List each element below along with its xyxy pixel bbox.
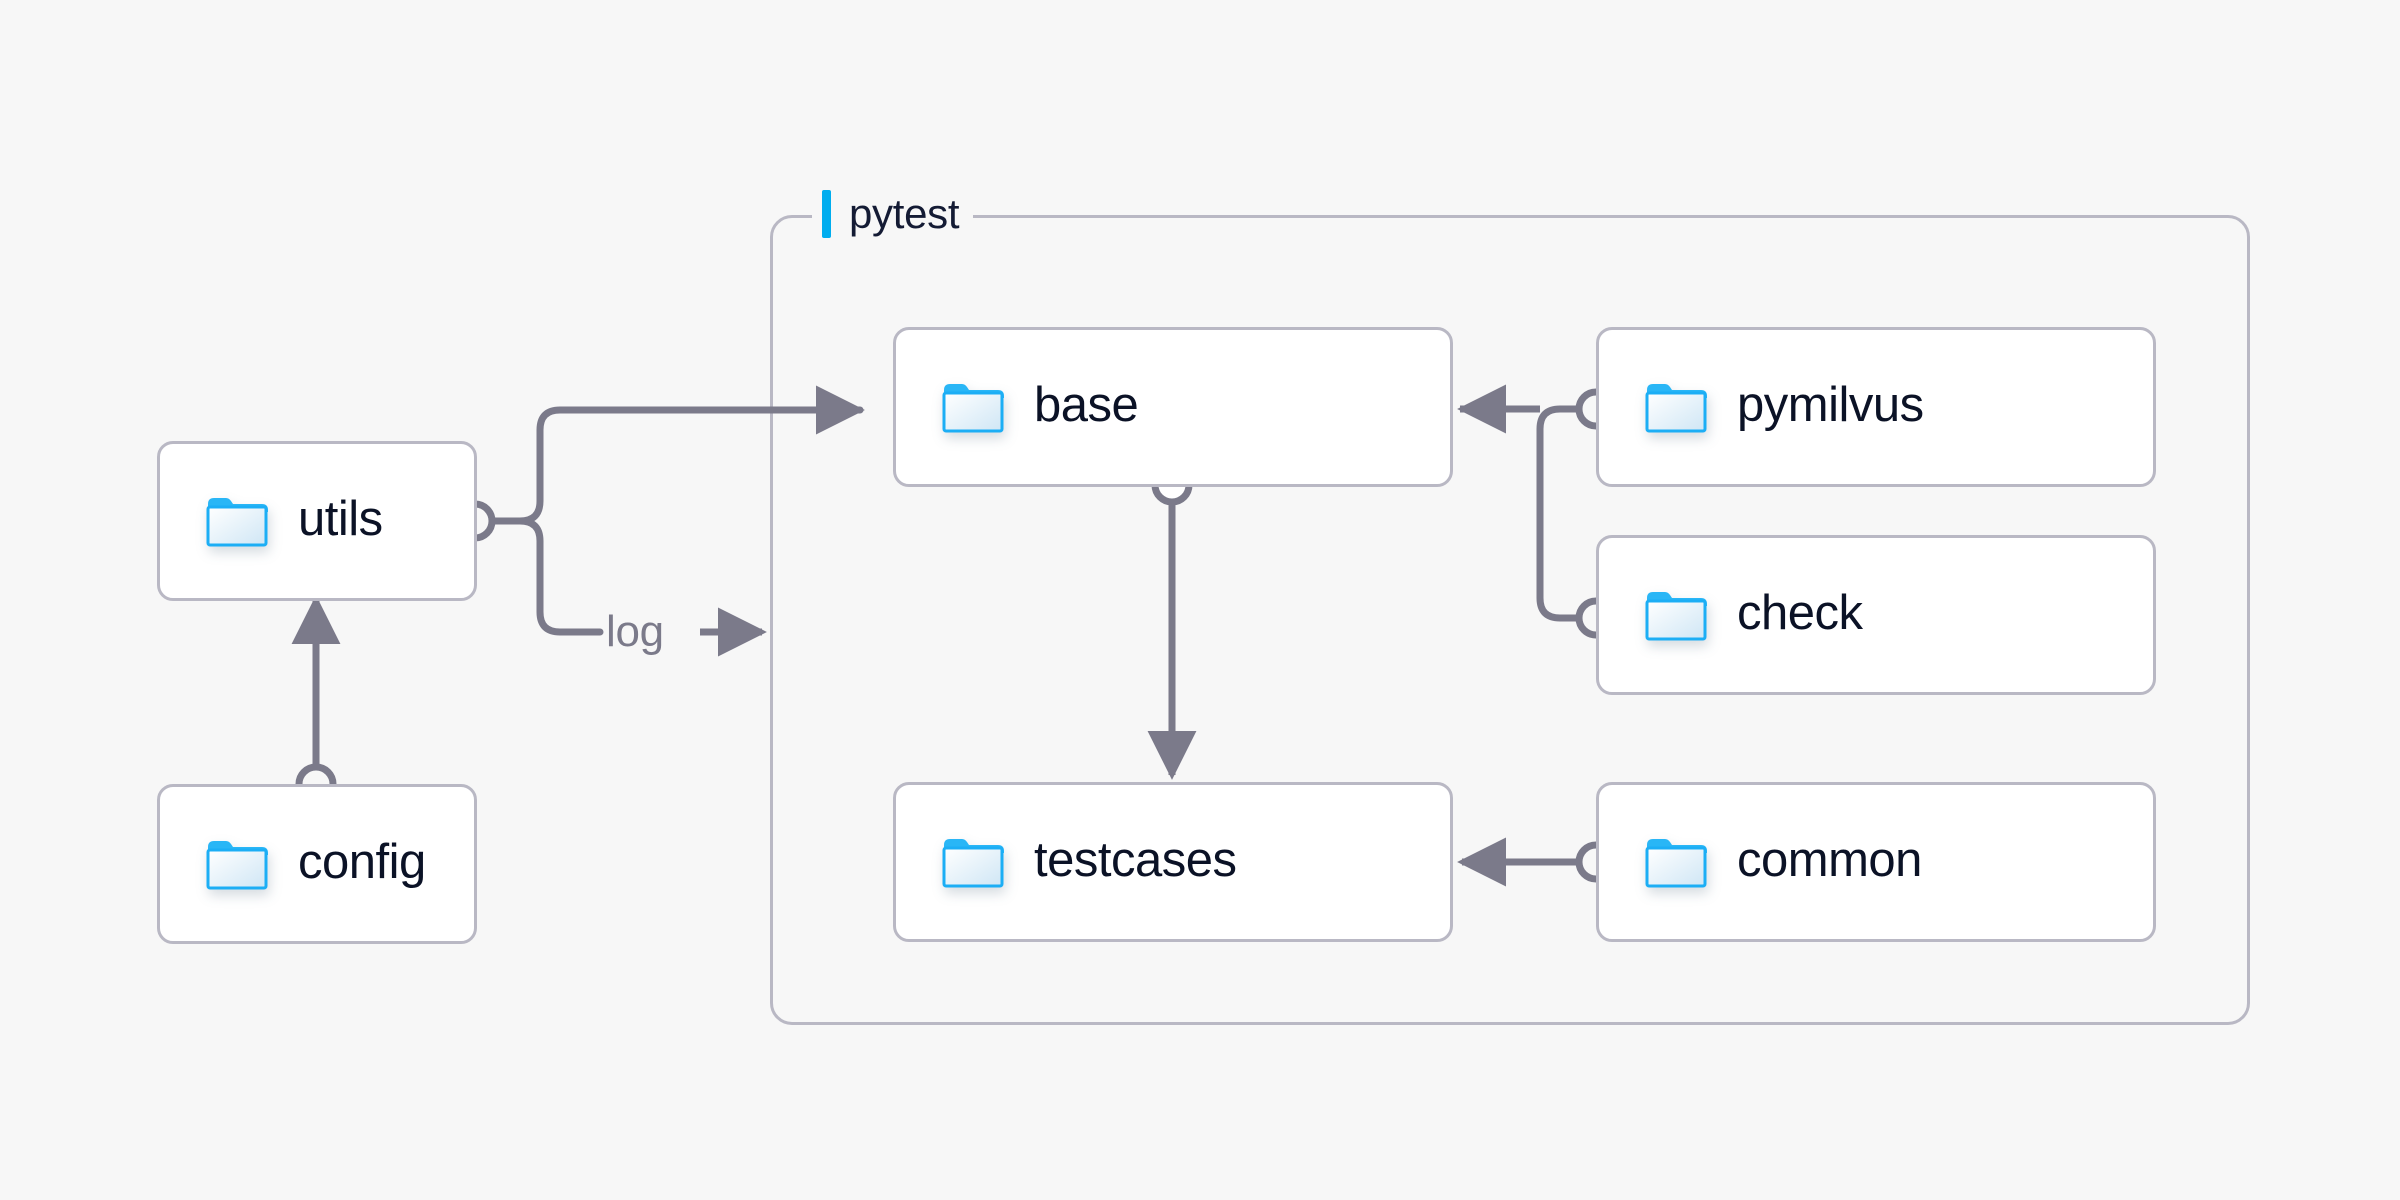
folder-icon — [1645, 589, 1707, 641]
folder-icon — [942, 381, 1004, 433]
node-label: utils — [298, 491, 383, 546]
node-label: check — [1737, 585, 1863, 640]
folder-icon — [1645, 836, 1707, 888]
node-pymilvus[interactable]: pymilvus — [1596, 327, 2156, 487]
node-label: base — [1034, 377, 1139, 432]
node-testcases[interactable]: testcases — [893, 782, 1453, 942]
group-accent-bar — [822, 190, 831, 238]
folder-icon — [206, 495, 268, 547]
node-label: testcases — [1034, 832, 1237, 887]
edge-label-log: log — [606, 607, 664, 656]
folder-icon — [1645, 381, 1707, 433]
node-base[interactable]: base — [893, 327, 1453, 487]
group-title: pytest — [849, 190, 960, 237]
node-utils[interactable]: utils — [157, 441, 477, 601]
node-label: config — [298, 834, 426, 889]
node-label: pymilvus — [1737, 377, 1924, 432]
node-config[interactable]: config — [157, 784, 477, 944]
edge-config-utils — [291, 595, 341, 805]
node-common[interactable]: common — [1596, 782, 2156, 942]
group-pytest-label: pytest — [812, 186, 974, 242]
node-label: common — [1737, 832, 1922, 887]
group-pytest — [770, 215, 2250, 1025]
node-check[interactable]: check — [1596, 535, 2156, 695]
folder-icon — [206, 838, 268, 890]
folder-icon — [942, 836, 1004, 888]
